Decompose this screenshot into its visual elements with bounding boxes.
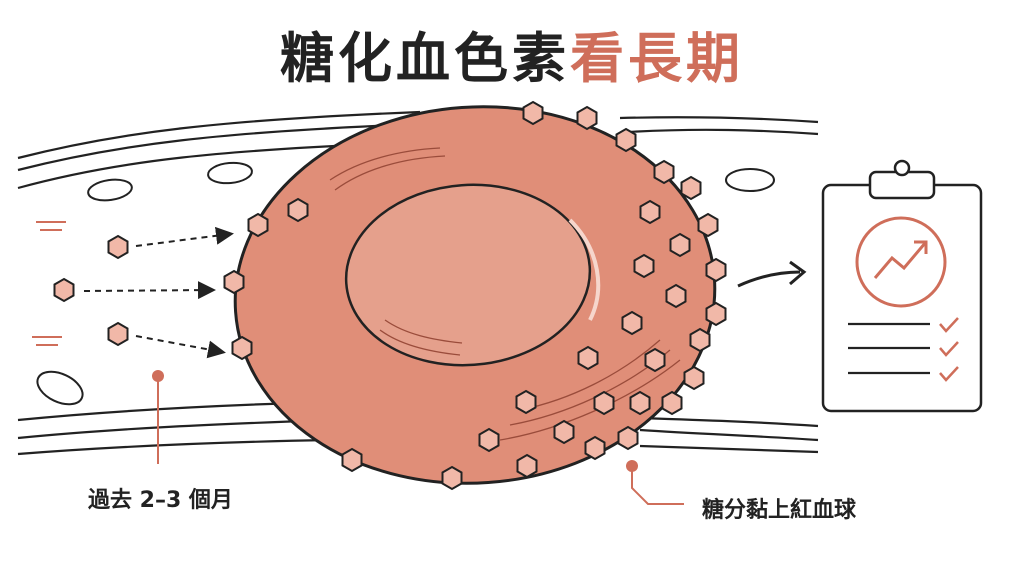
glucose-hexagon-icon (593, 391, 615, 415)
dashed-arrow (83, 281, 216, 300)
incoming-glucose (53, 226, 234, 359)
glucose-hexagon-icon (665, 284, 687, 308)
glucose-hexagon-icon (576, 106, 598, 130)
glucose-hexagon-icon (661, 391, 683, 415)
glucose-hexagon-icon (617, 426, 639, 450)
glucose-hexagon-icon (689, 328, 711, 352)
trend-circle (855, 216, 947, 308)
glucose-hexagon-icon (231, 336, 253, 360)
glucose-hexagon-icon (577, 346, 599, 370)
glucose-hexagon-icon (341, 448, 363, 472)
trend-up-icon (873, 241, 928, 279)
glucose-hexagon-icon (629, 391, 651, 415)
callout-right (626, 460, 684, 505)
glucose-hexagon-icon (683, 366, 705, 390)
glucose-hexagon-icon (633, 254, 655, 278)
glucose-hexagon-icon (697, 213, 719, 237)
glucose-hexagon-icon (705, 302, 727, 326)
glucose-hexagon-icon (680, 176, 702, 200)
title-main: 糖化血色素 (280, 27, 570, 90)
glucose-hexagon-icon (615, 128, 637, 152)
dashed-arrow (135, 335, 226, 359)
motion-lines (32, 221, 66, 346)
arrow-right-icon (737, 270, 801, 288)
callout-left (152, 370, 164, 464)
label-sugar-binding: 糖分黏上紅血球 (702, 498, 857, 523)
glucose-hexagon-icon (639, 200, 661, 224)
glucose-hexagon-icon (107, 322, 129, 346)
title-accent: 看長期 (570, 27, 744, 90)
glucose-hexagon-icon (441, 466, 463, 490)
clipboard-icon (821, 159, 983, 413)
glucose-hexagon-icon (223, 270, 245, 294)
glucose-hexagon-icon (247, 213, 269, 237)
glucose-hexagon-icon (653, 160, 675, 184)
glucose-hexagon-icon (621, 311, 643, 335)
glucose-hexagon-icon (705, 258, 727, 282)
check-icon (939, 317, 959, 333)
glucose-hexagon-icon (515, 390, 537, 414)
glucose-hexagon-icon (516, 454, 538, 478)
glucose-hexagon-icon (644, 348, 666, 372)
small-blood-cells (36, 161, 775, 406)
red-blood-cell (233, 105, 717, 485)
glucose-hexagon-icon (553, 420, 575, 444)
glucose-hexagon-icon (522, 101, 544, 125)
glucose-hexagon-icon (669, 233, 691, 257)
dashed-arrow (135, 226, 234, 247)
glucose-hexagon-icon (287, 198, 309, 222)
glucose-hexagon-icon (53, 278, 75, 302)
glucose-hexagon-icon (107, 235, 129, 259)
page-title: 糖化血色素看長期 (0, 14, 1024, 93)
vessel-walls (17, 110, 819, 456)
check-icon (939, 341, 959, 357)
glucose-hexagon-icon (478, 428, 500, 452)
arrow-right-head (789, 260, 807, 286)
label-past-period: 過去 2–3 個月 (88, 488, 233, 513)
glucose-hexagon-icon (584, 436, 606, 460)
check-icon (939, 366, 959, 382)
